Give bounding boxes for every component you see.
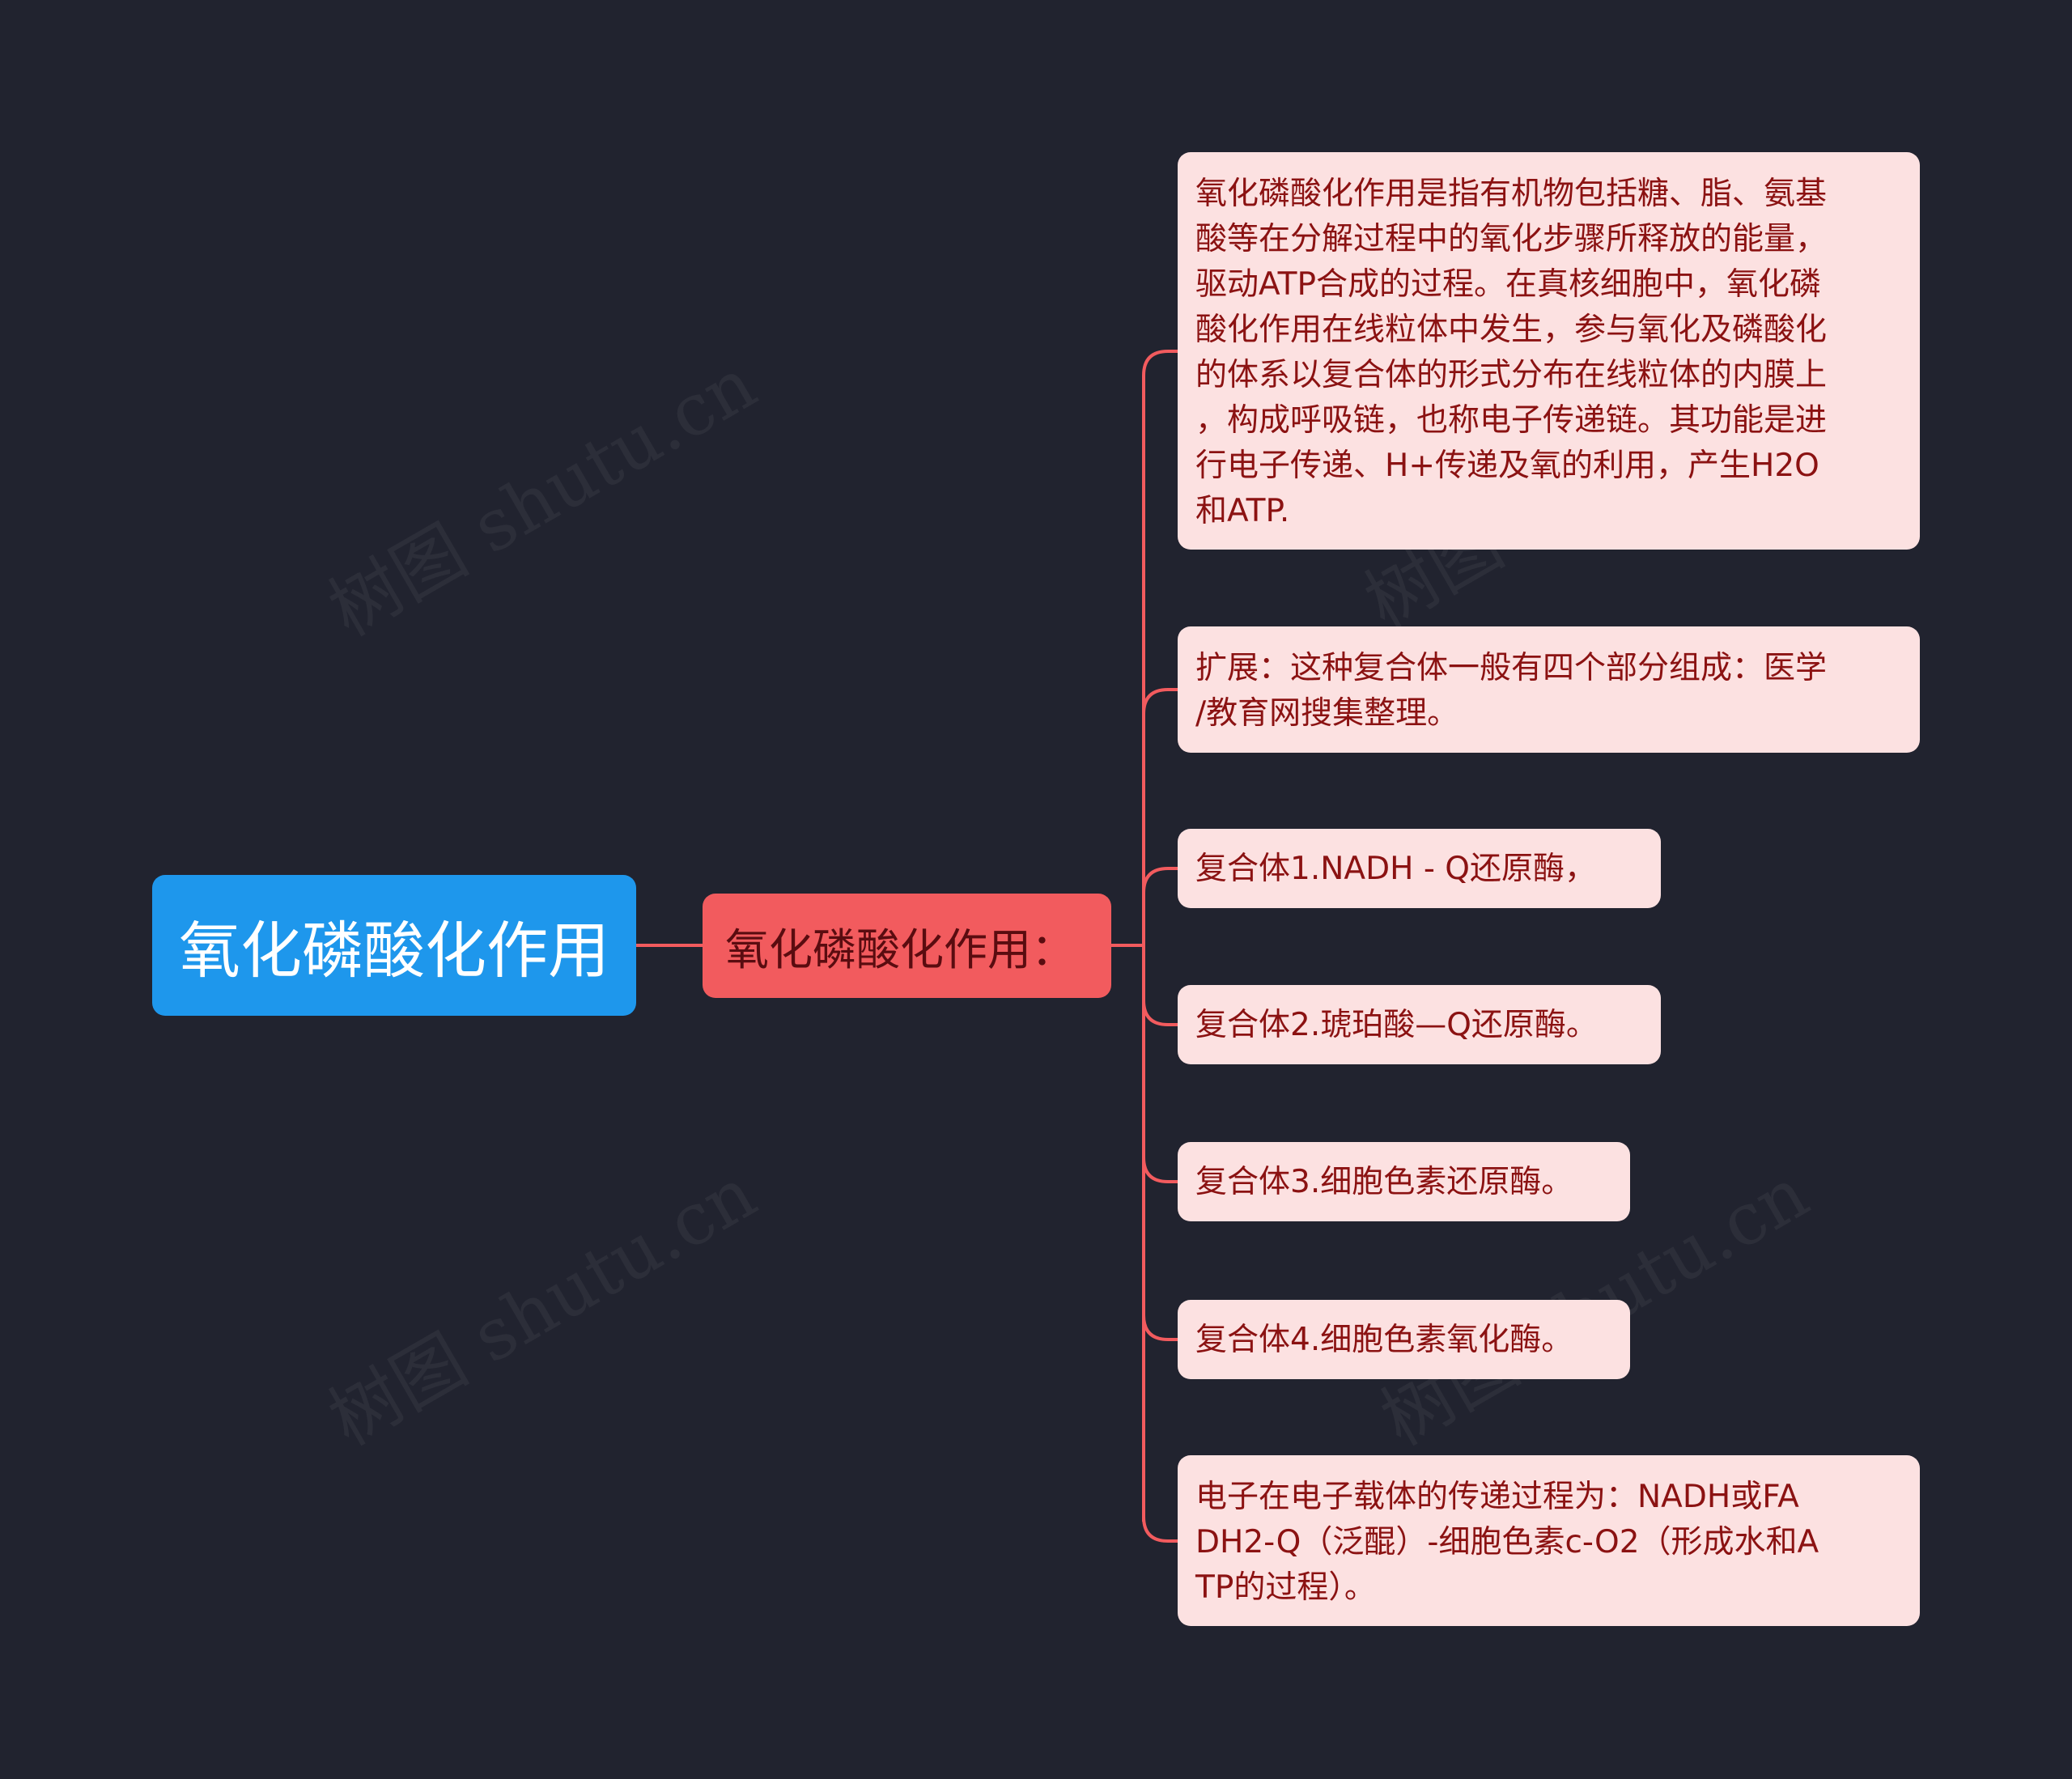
leaf-node-electron-transfer[interactable]: 电子在电子载体的传递过程为：NADH或FA DH2-Q（泛醌）-细胞色素c-O2… xyxy=(1178,1455,1920,1626)
leaf-text-line: 驱动ATP合成的过程。在真核细胞中，氧化磷 xyxy=(1195,266,1821,303)
leaf-node-definition[interactable]: 氧化磷酸化作用是指有机物包括糖、脂、氨基 酸等在分解过程中的氧化步骤所释放的能量… xyxy=(1178,152,1920,550)
connector-leaf-6 xyxy=(1142,1516,1178,1543)
leaf-text-line: 和ATP. xyxy=(1195,493,1290,529)
branch-node-label: 氧化磷酸化作用： xyxy=(725,924,1075,975)
leaf-text-line: TP的过程）。 xyxy=(1195,1569,1376,1606)
root-node-label: 氧化磷酸化作用 xyxy=(179,915,609,987)
connector-leaf-1 xyxy=(1142,688,1178,715)
leaf-text-line: ，构成呼吸链，也称电子传递链。其功能是进 xyxy=(1195,402,1828,439)
branch-node[interactable]: 氧化磷酸化作用： xyxy=(703,894,1111,998)
leaf-text-line: 行电子传递、H+传递及氧的利用，产生H2O xyxy=(1195,448,1819,484)
root-node[interactable]: 氧化磷酸化作用 xyxy=(152,875,636,1016)
leaf-node-complex-3[interactable]: 复合体3.细胞色素还原酶。 xyxy=(1178,1142,1630,1221)
leaf-text-line: 复合体2.琥珀酸—Q还原酶。 xyxy=(1195,1007,1598,1043)
leaf-text-line: 的体系以复合体的形式分布在线粒体的内膜上 xyxy=(1195,357,1828,393)
leaf-node-extension[interactable]: 扩展：这种复合体一般有四个部分组成：医学 /教育网搜集整理。 xyxy=(1178,626,1920,753)
connector-leaf-5 xyxy=(1142,1314,1178,1341)
leaf-text-line: 电子在电子载体的传递过程为：NADH或FA xyxy=(1195,1479,1799,1515)
connector-leaf-0 xyxy=(1142,350,1178,376)
connector-leaf-3 xyxy=(1142,1000,1178,1026)
connector-leaf-2 xyxy=(1142,867,1178,894)
leaf-node-complex-2[interactable]: 复合体2.琥珀酸—Q还原酶。 xyxy=(1178,985,1661,1064)
leaf-text-line: 扩展：这种复合体一般有四个部分组成：医学 xyxy=(1195,650,1828,686)
leaf-text-line: 复合体4.细胞色素氧化酶。 xyxy=(1195,1322,1573,1358)
leaf-text-line: 复合体3.细胞色素还原酶。 xyxy=(1195,1164,1573,1200)
leaf-node-complex-1[interactable]: 复合体1.NADH - Q还原酶， xyxy=(1178,829,1661,908)
leaf-text-line: 酸等在分解过程中的氧化步骤所释放的能量， xyxy=(1195,221,1828,257)
leaf-text-line: DH2-Q（泛醌）-细胞色素c-O2（形成水和A xyxy=(1195,1524,1819,1560)
connector-leaf-4 xyxy=(1142,1157,1178,1183)
leaf-text-line: 氧化磷酸化作用是指有机物包括糖、脂、氨基 xyxy=(1195,176,1828,212)
leaf-text-line: 酸化作用在线粒体中发生，参与氧化及磷酸化 xyxy=(1195,312,1828,348)
leaf-node-complex-4[interactable]: 复合体4.细胞色素氧化酶。 xyxy=(1178,1300,1630,1379)
leaf-text-line: /教育网搜集整理。 xyxy=(1195,695,1459,732)
leaf-text-line: 复合体1.NADH - Q还原酶， xyxy=(1195,851,1596,887)
